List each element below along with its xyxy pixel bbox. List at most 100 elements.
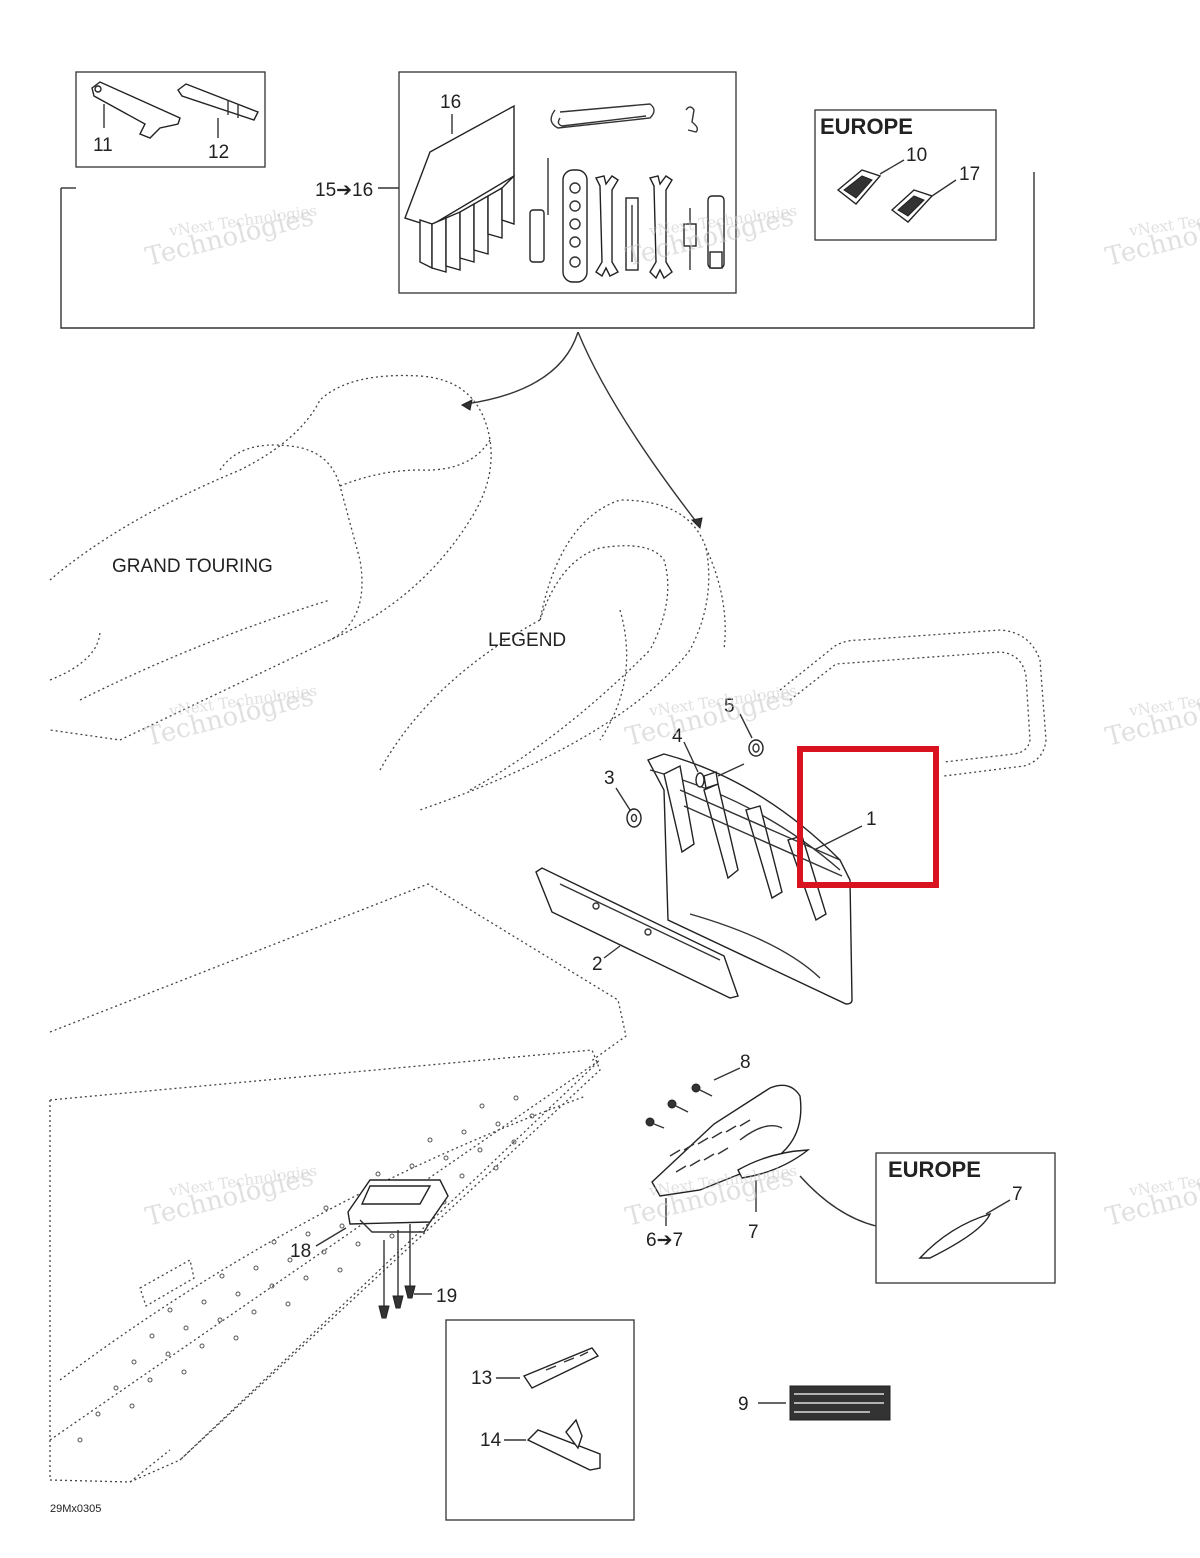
leader-7-europe (985, 1199, 1011, 1215)
tunnel-hole (113, 1385, 119, 1391)
screws-8 (645, 1083, 713, 1129)
tunnel-hole (443, 1155, 449, 1161)
screwdriver-tool (529, 158, 549, 263)
part-label-8: 8 (740, 1052, 751, 1073)
leader-1 (813, 825, 863, 851)
tunnel-hole (355, 1241, 361, 1247)
highlight-box-part-1 (797, 746, 939, 888)
legend-seat (379, 499, 726, 811)
tunnel-hole (235, 1291, 241, 1297)
part-label-1: 1 (866, 809, 877, 830)
screws-19 (378, 1224, 416, 1319)
model-label-grand-touring: GRAND TOURING (112, 556, 273, 577)
tunnel-hole (493, 1165, 499, 1171)
tunnel-hole (427, 1137, 433, 1143)
tunnel-hole (167, 1307, 173, 1313)
tunnel-hole (323, 1205, 329, 1211)
leader-17 (931, 179, 957, 197)
tunnel-hole (217, 1317, 223, 1323)
strip-7-europe (918, 1212, 992, 1259)
tunnel-hole (253, 1265, 259, 1271)
tunnel-hole (389, 1233, 395, 1239)
part-label-3: 3 (604, 768, 615, 789)
tunnel-hole (77, 1437, 83, 1443)
part-label-19: 19 (436, 1286, 457, 1307)
part-label-17: 17 (959, 164, 980, 185)
model-label-legend: LEGEND (488, 630, 566, 651)
tunnel-hole (339, 1223, 345, 1229)
tunnel-hole (199, 1343, 205, 1349)
europe-heading-bottom: EUROPE (888, 1157, 981, 1182)
reinforcement-plate-2 (535, 867, 739, 999)
decal-9 (789, 1385, 891, 1421)
leader-2 (603, 945, 621, 959)
socket-tool (707, 195, 725, 269)
tunnel-hole (147, 1377, 153, 1383)
tool-box-11-12 (75, 71, 266, 168)
tunnel-holes (77, 1095, 535, 1443)
tunnel-hole (305, 1231, 311, 1237)
pin-tool (683, 208, 697, 270)
tunnel-hole (285, 1301, 291, 1307)
tool-box-13-14 (445, 1319, 635, 1521)
leader-4 (683, 741, 699, 773)
tunnel-hole (129, 1403, 135, 1409)
tunnel-hole (149, 1333, 155, 1339)
tunnel-hole (183, 1325, 189, 1331)
tunnel-hole (165, 1351, 171, 1357)
wrench-tool-11 (91, 81, 181, 139)
open-wrench-tool-a (594, 175, 619, 278)
bracket-tool-12 (177, 83, 259, 121)
grand-touring-seat (49, 374, 492, 741)
spark-plug-socket-tool (562, 169, 588, 283)
tunnel-hole (95, 1411, 101, 1417)
part-label-15-16: 15➔16 (315, 180, 373, 201)
tunnel-hole (251, 1309, 257, 1315)
tunnel-hole (303, 1275, 309, 1281)
bracket-14 (526, 1418, 601, 1471)
part-label-4: 4 (672, 726, 683, 747)
open-wrench-tool-b (648, 175, 673, 280)
tunnel-hole (269, 1283, 275, 1289)
hose-clamp-tool (550, 103, 655, 129)
washer-3 (626, 808, 642, 828)
tunnel-hole (375, 1171, 381, 1177)
leader-18 (315, 1227, 347, 1247)
part-label-5: 5 (724, 696, 735, 717)
decal-17 (890, 189, 934, 223)
europe-link-curve (799, 1175, 877, 1227)
footrest-6 (651, 1084, 802, 1197)
tool-pouch (404, 104, 515, 273)
leader-5 (739, 713, 753, 739)
decal-10 (836, 169, 882, 205)
part-label-10: 10 (906, 145, 927, 166)
part-label-13: 13 (471, 1368, 492, 1389)
watermark-text-large: Technologies (1102, 202, 1200, 273)
grab-handle (779, 629, 1047, 777)
socket-handle-tool (625, 197, 639, 271)
arrow-to-grand-touring (465, 331, 579, 405)
ring-5 (748, 739, 764, 757)
tunnel-hole (131, 1359, 137, 1365)
arrowhead-legend (690, 517, 703, 530)
leader-3 (615, 787, 631, 811)
tunnel-hole (479, 1103, 485, 1109)
europe-heading-top: EUROPE (820, 114, 913, 139)
europe-box-top (814, 109, 997, 241)
tunnel-hole (321, 1249, 327, 1255)
leader-8 (713, 1067, 741, 1081)
watermark-text-large: Technologies (1102, 1162, 1200, 1233)
leader-10 (879, 159, 905, 175)
tunnel-hole (219, 1273, 225, 1279)
tunnel-running-board (49, 883, 627, 1483)
tunnel-hole (201, 1299, 207, 1305)
part-label-2: 2 (592, 954, 603, 975)
tool-kit-box (398, 71, 737, 294)
clip-13 (522, 1347, 600, 1389)
tunnel-hole (511, 1139, 517, 1145)
tunnel-hole (477, 1147, 483, 1153)
cover-18 (347, 1179, 449, 1233)
tunnel-hole (233, 1335, 239, 1341)
tunnel-hole (409, 1163, 415, 1169)
